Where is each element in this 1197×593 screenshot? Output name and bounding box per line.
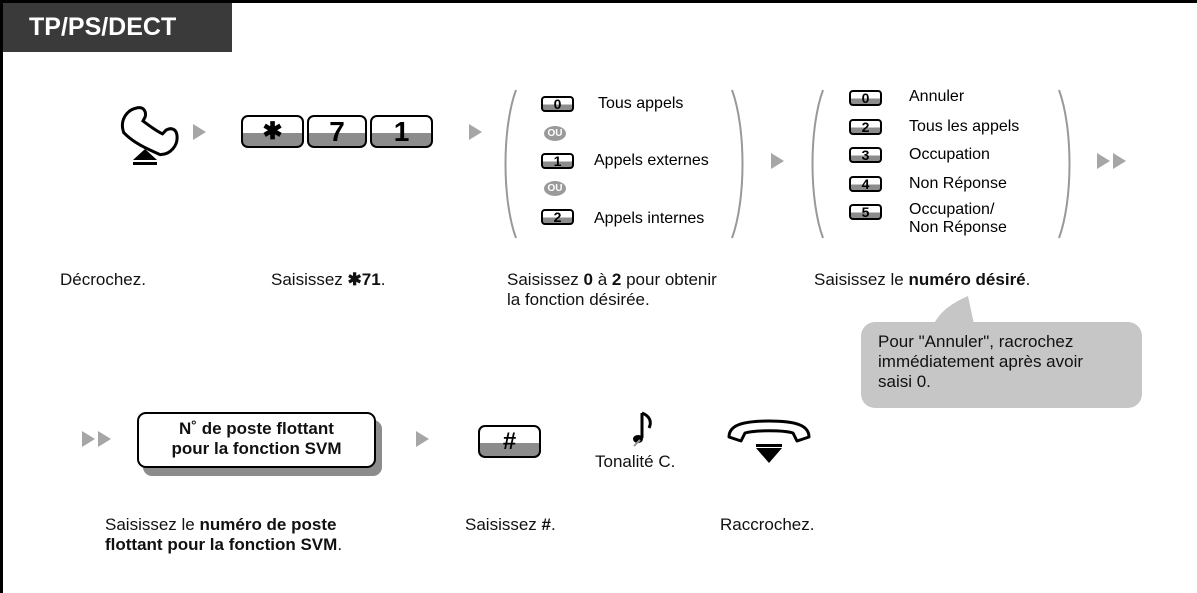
caption-star71: Saisissez ✱71. [271, 270, 386, 289]
key-2: 2 [541, 209, 574, 225]
caption-number: Saisissez le numéro désiré. [814, 270, 1031, 289]
right-bracket [1058, 89, 1071, 239]
option-label: Tous les appels [909, 118, 1020, 135]
note-line: immédiatement après avoir [878, 352, 1084, 371]
handset-hangup-icon [727, 419, 811, 463]
floating-box-line: pour la fonction SVM [171, 439, 342, 458]
floating-box-line: N˚ de poste flottant [179, 419, 334, 438]
key-hash: # [478, 425, 541, 458]
key-7: 7 [307, 115, 367, 148]
note-line: Pour "Annuler", racrochez [878, 332, 1074, 351]
frame-left-border [0, 0, 3, 593]
music-note-icon [633, 411, 652, 447]
option-label: Occupation [909, 146, 990, 163]
option-label: Appels internes [594, 210, 705, 227]
caption-hangup: Raccrochez. [720, 515, 815, 534]
key-star: ✱ [241, 115, 304, 148]
play-arrow-icon [416, 431, 429, 447]
header-tab: TP/PS/DECT [3, 3, 232, 52]
option-label: Tous appels [598, 95, 684, 112]
right-bracket [731, 89, 744, 239]
play-arrow-icon [771, 153, 784, 169]
key-1: 1 [541, 153, 574, 169]
key-1: 1 [370, 115, 433, 148]
frame-top-border [0, 0, 1197, 3]
tone-label: Tonalité C. [595, 452, 676, 471]
bubble-tail [934, 296, 974, 324]
key-0: 0 [849, 90, 882, 106]
ou-badge: OU [544, 126, 566, 141]
key-3: 3 [849, 147, 882, 163]
option-label: Occupation/ Non Réponse [909, 201, 1007, 237]
note-bubble: Pour "Annuler", racrochez immédiatement … [861, 322, 1142, 408]
left-bracket [811, 89, 824, 239]
key-5: 5 [849, 204, 882, 220]
key-0: 0 [541, 96, 574, 112]
ou-badge: OU [544, 181, 566, 196]
caption-offhook: Décrochez. [60, 270, 146, 289]
handset-lift-icon [121, 106, 179, 165]
option-line: Non Réponse [909, 219, 1007, 236]
option-line: Occupation/ [909, 201, 995, 218]
play-arrow-icon [469, 124, 482, 140]
note-line: saisi 0. [878, 372, 931, 391]
option-label: Appels externes [594, 152, 709, 169]
left-bracket [504, 89, 517, 239]
option-label: Annuler [909, 88, 965, 105]
caption-hash: Saisissez #. [465, 515, 556, 534]
key-4: 4 [849, 176, 882, 192]
key-2: 2 [849, 119, 882, 135]
play-arrow-icon [193, 124, 206, 140]
floating-extension-box: N˚ de poste flottant pour la fonction SV… [137, 412, 376, 468]
option-label: Non Réponse [909, 175, 1007, 192]
